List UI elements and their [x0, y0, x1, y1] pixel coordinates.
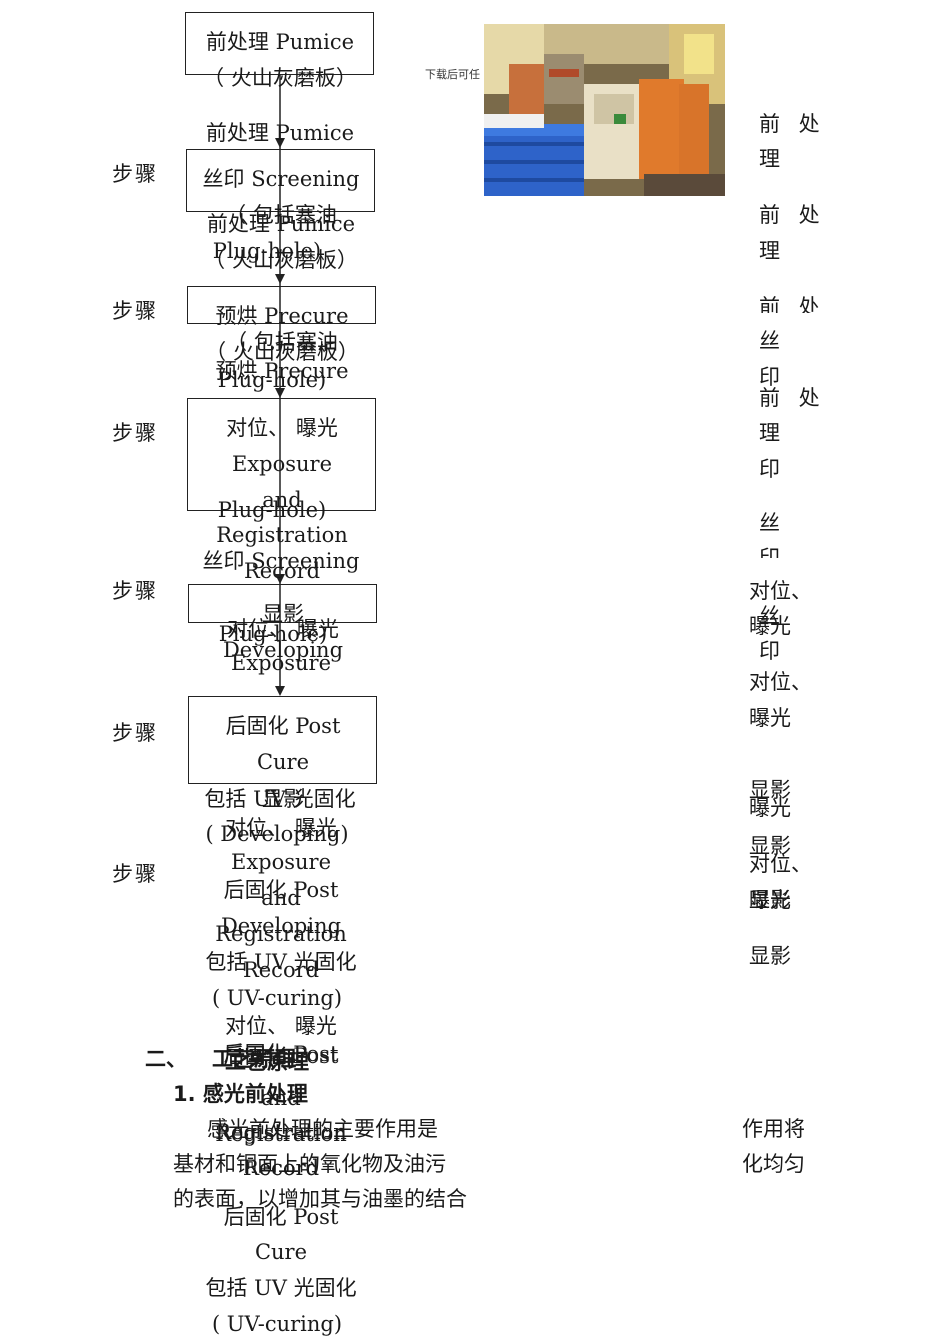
box4-line3: and [262, 488, 302, 512]
right-col-3: 理 [759, 239, 780, 263]
paragraph-line-3a: 的表面，以增加其与油墨的结合 [173, 1187, 467, 1211]
section-number: 二、 [145, 1047, 187, 1071]
right-col-24: 显影 [749, 944, 791, 968]
ghost-precure: 预烘 Precure [215, 359, 349, 383]
flow-box-precure [187, 286, 376, 324]
tail-10: ( UV-curing) [211, 986, 343, 1010]
tail-17: Cure [254, 1240, 308, 1264]
box1-line1: 前处理 Pumice [205, 30, 355, 54]
flow-box-postcure [188, 696, 377, 784]
tail-8: 包括 UV 光固化 [205, 950, 357, 974]
tail-9: Record [242, 958, 320, 982]
step-label-2: 步骤 [112, 299, 158, 323]
flow-box-developing [188, 584, 377, 623]
right-col-16: 对位、 [749, 670, 812, 694]
ghost-xianying: 显影 [262, 787, 304, 811]
paragraph-line-2b: 化均匀 [742, 1152, 805, 1176]
right-col-22: 曝光 [749, 888, 791, 912]
tail-2: 对位、 曝光 [225, 816, 337, 840]
ghost-screening: 丝印 Screening [202, 549, 360, 573]
tail-1: ( Developing) [205, 822, 349, 846]
tail-5: and [261, 886, 301, 910]
box5-line1: 显影 [262, 602, 304, 626]
ghost-registration: Registration [215, 1120, 347, 1144]
ghost-plughole: Plug-hole) [212, 239, 322, 263]
ghost-section-heading: 工艺原理 [225, 1050, 309, 1074]
tail-7: Registration [215, 922, 347, 946]
subsection-heading: 1. 感光前处理 [173, 1082, 308, 1106]
ghost-record: Record [242, 1156, 320, 1180]
right-col-15: 印 [759, 639, 780, 663]
right-col-17: 曝光 [749, 706, 791, 730]
right-col-19: 曝光 [749, 796, 791, 820]
tail-0: 包括 UV 光固化 [204, 787, 356, 811]
flow-arrows [275, 74, 285, 696]
ghost-huoshan2: （ 火山灰磨板） [205, 340, 359, 364]
tail-12: 后固化 Post [223, 1042, 339, 1066]
right-col-4: 前 处 [759, 295, 826, 313]
right-col-13: 曝光 [749, 614, 791, 638]
right-col-6: 印 [759, 365, 780, 387]
ghost-exposure: 对位、 曝光 [227, 617, 339, 641]
section-heading: 工艺原理 [212, 1047, 296, 1071]
tail-6: Developing [220, 914, 342, 938]
tail-14: Registration [215, 1122, 347, 1146]
step-label-3: 步骤 [112, 421, 158, 445]
tail-11: 对位、 曝光 [225, 1014, 337, 1038]
box6-line1: 后固化 Post [225, 714, 341, 738]
machine-photo [484, 24, 725, 196]
step-label-4: 步骤 [112, 579, 158, 603]
tail-15: Record [242, 1156, 320, 1180]
box5-line2: Developing [222, 638, 344, 662]
ghost-post-cure: 后固化 Post [223, 1044, 339, 1068]
right-col-14: 丝 [759, 604, 780, 628]
tail-3: Exposure [230, 850, 332, 874]
tail-16: 后固化 Post [223, 1205, 339, 1229]
tail-18: 包括 UV 光固化 [205, 1276, 357, 1300]
ghost-huoshan: （ 火山灰磨板） [204, 248, 358, 272]
paragraph-gap-mask [480, 1108, 742, 1218]
right-col-9: 印 [759, 457, 780, 481]
ghost-plughole2: Plug-hole) [217, 368, 327, 392]
right-col-7: 前 处 [759, 386, 826, 410]
paragraph-line-2a: 基材和铜面上的氧化物及油污 [173, 1152, 446, 1176]
right-col-8: 理 [759, 421, 780, 445]
box4-line2: Exposure [231, 452, 333, 476]
ghost-plughole3: Plug-hole) [217, 498, 327, 522]
ghost-plug2: （ 包括塞油 [226, 330, 338, 354]
ghost-plughole4: Plug-hole) [218, 622, 328, 646]
tail-4: 后固化 Post [223, 878, 339, 902]
tail-19: ( UV-curing) [211, 1312, 343, 1336]
step-label-5: 步骤 [112, 721, 158, 745]
right-col-1: 理 [759, 147, 780, 171]
flow-box-exposure [187, 398, 376, 511]
right-col-10: 丝 [759, 511, 780, 535]
box4-line1: 对位、 曝光 [226, 416, 338, 440]
paragraph-line-1a: 感光前处理的主要作用是 [207, 1117, 438, 1141]
watermark-text: 下载后可任 [425, 68, 480, 81]
step-label-1: 步骤 [112, 162, 158, 186]
right-col-23: 显影 [749, 888, 791, 912]
ghost-pumice2: 前处理 Pumice [206, 212, 356, 236]
right-col-21: 对位、 [749, 852, 812, 876]
right-col-0: 前 处 [759, 112, 826, 136]
box2-line1: 丝印 Screening [202, 167, 360, 191]
box6-line2: Cure [256, 750, 310, 774]
paragraph-line-1b: 作用将 [742, 1117, 805, 1141]
right-col-20: 显影 [749, 834, 791, 858]
ghost-exposure2: Exposure [230, 651, 332, 675]
box3-line1: 预烘 Precure [215, 304, 349, 328]
box4-line5: Record [243, 559, 321, 583]
right-col-12: 对位、 [749, 579, 812, 603]
step-label-6: 步骤 [112, 862, 158, 886]
box4-line4: Registration [216, 523, 348, 547]
right-col-18: 显影 [749, 778, 791, 802]
tail-13: and [261, 1086, 301, 1110]
right-col-11: 印 [759, 546, 780, 558]
right-col-5: 丝 [759, 329, 780, 353]
right-col-2: 前 处 [759, 203, 826, 227]
ghost-pretreat: 前处理 Pumice [205, 121, 355, 145]
ghost-plug1: （ 包括塞油 [225, 203, 337, 227]
box1-line2: （ 火山灰磨板） [203, 66, 357, 90]
